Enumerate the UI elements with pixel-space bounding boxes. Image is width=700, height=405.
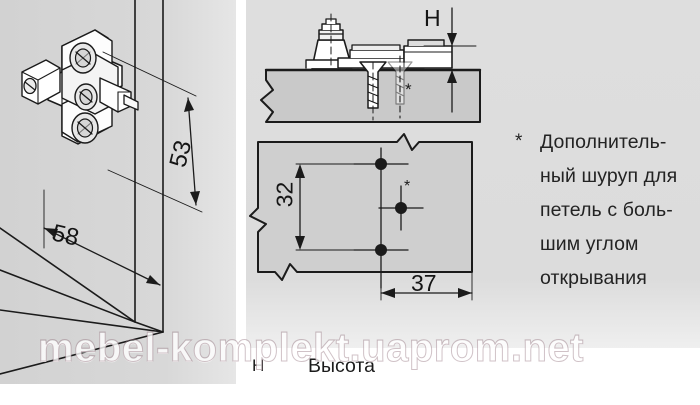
legend-value-h: Высота [308,355,375,377]
drilling-board [249,133,473,281]
cabinet-floor-perspective [0,227,164,375]
plate-screw-hole-middle [74,83,98,111]
note-line-4: шим углом [540,233,639,255]
dimension-label-H: H [424,5,441,31]
dimension-H [423,7,477,113]
section-screw-main [359,61,387,121]
clip-arm-tip [123,94,139,111]
dimension-32 [295,163,377,251]
hinge-clip-arm [99,77,132,113]
mounting-plate-assembly [21,29,139,145]
legend-key-h: H [252,356,265,375]
drill-hole-optional [378,185,424,231]
dimension-label-32: 32 [271,181,298,208]
drill-asterisk-marker: * [404,178,411,195]
dimension-label-37: 37 [411,270,437,296]
note-line-2: ный шуруп для [540,165,678,187]
note-line-3: петель с боль- [540,199,673,221]
adjust-screw-head [318,29,344,41]
section-asterisk-marker: * [405,80,412,99]
dimension-53 [102,51,203,213]
dimension-37 [380,261,473,301]
note-asterisk-marker: * [515,131,523,152]
note-line-1: Дополнитель- [540,131,667,153]
plate-screw-hole-bottom [71,112,99,144]
dimension-58 [43,189,164,301]
note-line-5: открывания [540,267,647,289]
plate-screw-hole-top [69,42,97,74]
